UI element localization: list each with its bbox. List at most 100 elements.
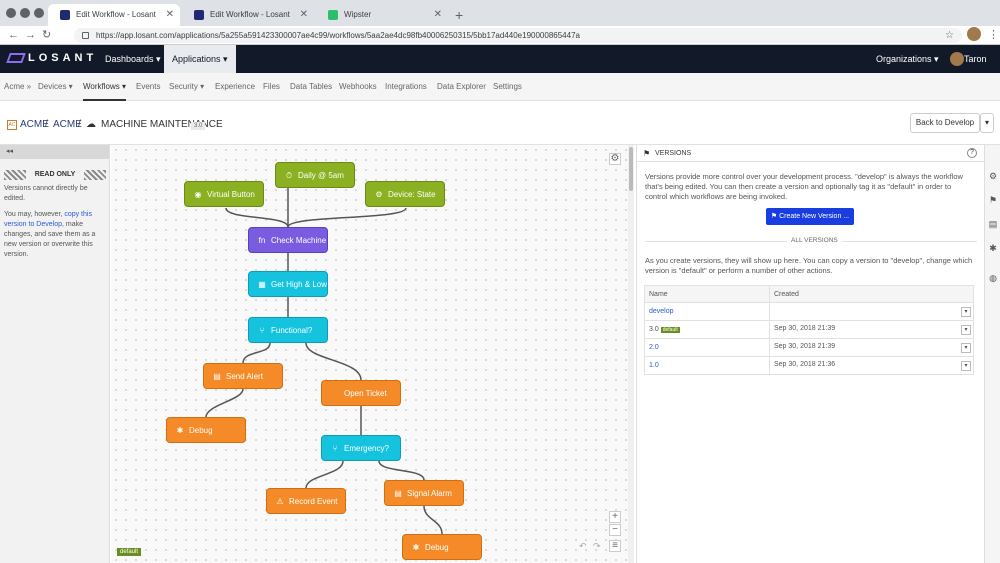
default-badge: default	[117, 548, 142, 556]
browser-chrome: Edit Workflow - Losant ✕ Edit Workflow -…	[0, 0, 1000, 45]
workflow-node-emergency[interactable]: ⑂Emergency?	[321, 435, 401, 461]
row-actions-dropdown[interactable]: ▾	[961, 306, 971, 317]
organizations-menu[interactable]: Organizations ▾	[876, 54, 939, 64]
workflow-node-daily[interactable]: ⏱Daily @ 5am	[275, 162, 355, 188]
zoom-in-button[interactable]: +	[609, 511, 621, 523]
table-row[interactable]: 2.0 Sep 30, 2018 21:39▾	[644, 338, 974, 357]
losant-favicon-icon	[194, 10, 204, 20]
subnav-devices[interactable]: Devices ▾	[38, 82, 73, 91]
profile-avatar[interactable]	[967, 27, 981, 41]
lock-icon	[82, 32, 89, 39]
breadcrumb-separator: /	[78, 119, 81, 130]
workflow-node-get-high-low[interactable]: ▦Get High & Low	[248, 271, 328, 297]
maximize-window-icon[interactable]	[34, 8, 44, 18]
canvas-menu-icon[interactable]: ≡	[609, 540, 621, 552]
edge-sendalert-debug	[205, 388, 244, 418]
globe-icon[interactable]: ◍	[989, 273, 997, 283]
subnav-integrations[interactable]: Integrations	[385, 82, 427, 91]
bookmark-star-icon[interactable]: ☆	[945, 30, 954, 41]
create-new-version-button[interactable]: ⚑ Create New Version ...	[766, 208, 854, 225]
version-name[interactable]: 1.0	[644, 356, 770, 375]
dashboards-menu[interactable]: Dashboards ▾	[105, 54, 161, 64]
workflow-node-record-event[interactable]: ⚠Record Event	[266, 488, 346, 514]
edge-functional-openticket	[305, 342, 362, 381]
new-tab-button[interactable]: +	[455, 7, 464, 23]
address-bar[interactable]: https://app.losant.com/applications/5a25…	[74, 28, 962, 43]
subnav-data-explorer[interactable]: Data Explorer	[437, 82, 486, 91]
node-label: Debug	[425, 543, 449, 552]
table-row[interactable]: 1.0 Sep 30, 2018 21:36▾	[644, 356, 974, 375]
subnav-security[interactable]: Security ▾	[169, 82, 205, 91]
workflow-node-debug-2[interactable]: ✱Debug	[402, 534, 482, 560]
scrollbar-thumb[interactable]	[629, 147, 633, 191]
subnav-experience[interactable]: Experience	[215, 82, 256, 91]
row-actions-dropdown[interactable]: ▾	[961, 342, 971, 353]
debug-icon[interactable]: ✱	[989, 243, 997, 253]
settings-gear-icon[interactable]: ⚙	[988, 171, 998, 181]
version-name[interactable]: 3.0	[649, 326, 659, 333]
workflow-node-device-state[interactable]: ⚙Device: State	[365, 181, 445, 207]
subnav-data-tables[interactable]: Data Tables	[290, 82, 333, 91]
browser-tab-1[interactable]: Edit Workflow - Losant ✕	[48, 4, 180, 26]
subnav-workflows[interactable]: Workflows ▾	[83, 73, 126, 101]
help-icon[interactable]: ?	[967, 148, 977, 158]
workflow-node-debug-1[interactable]: ✱Debug	[166, 417, 246, 443]
undo-icon[interactable]: ↶	[579, 541, 587, 551]
copy-to-develop-link[interactable]: copy this version to Develop	[4, 211, 92, 228]
application-subnav: Acme » Devices ▾ Workflows ▾ Events Secu…	[0, 73, 1000, 101]
workflow-node-functional[interactable]: ⑂Functional?	[248, 317, 328, 343]
close-tab-icon[interactable]: ✕	[165, 9, 174, 20]
node-label: Emergency?	[344, 444, 389, 453]
top-navigation: LOSANT Dashboards ▾ Applications ▾ Organ…	[0, 45, 1000, 92]
subnav-settings[interactable]: Settings	[493, 82, 522, 91]
back-to-develop-button[interactable]: Back to Develop	[910, 113, 980, 133]
subnav-files[interactable]: Files	[263, 82, 280, 91]
subnav-events[interactable]: Events	[136, 82, 161, 91]
edge-signal-debug	[423, 505, 443, 535]
subnav-webhooks[interactable]: Webhooks	[339, 82, 377, 91]
node-label: Device: State	[388, 190, 436, 199]
versions-flag-icon[interactable]: ⚑	[988, 195, 998, 205]
workflow-node-signal-alarm[interactable]: ▤Signal Alarm	[384, 480, 464, 506]
row-actions-dropdown[interactable]: ▾	[961, 324, 971, 335]
back-dropdown-button[interactable]: ▾	[980, 113, 994, 133]
breadcrumb-app[interactable]: ACME	[53, 119, 82, 130]
version-name[interactable]: develop	[644, 302, 770, 321]
storage-icon[interactable]: ▤	[988, 219, 998, 229]
user-menu[interactable]: Taron ▾	[964, 54, 987, 92]
table-row[interactable]: develop ▾	[644, 302, 974, 321]
hatch-decoration	[4, 170, 26, 180]
zoom-out-button[interactable]: −	[609, 524, 621, 536]
back-arrow-icon[interactable]: ←	[8, 29, 19, 41]
applications-menu[interactable]: Applications ▾	[164, 45, 236, 73]
collapse-panel-icon[interactable]: ◂◂	[0, 145, 109, 159]
breadcrumb-org[interactable]: ACME	[20, 119, 49, 130]
close-window-icon[interactable]	[6, 8, 16, 18]
row-actions-dropdown[interactable]: ▾	[961, 360, 971, 371]
browser-toolbar: ← → ↻ https://app.losant.com/application…	[0, 26, 1000, 45]
browser-tab-3[interactable]: Wipster ✕	[316, 4, 448, 26]
menu-kebab-icon[interactable]: ⋮	[988, 29, 999, 41]
workflow-node-open-ticket[interactable]: Open Ticket	[321, 380, 401, 406]
minimize-window-icon[interactable]	[20, 8, 30, 18]
losant-logo[interactable]: LOSANT	[6, 52, 97, 64]
canvas-settings-gear-icon[interactable]: ⚙	[609, 153, 621, 165]
version-name[interactable]: 2.0	[644, 338, 770, 357]
read-only-label: READ ONLY	[34, 171, 76, 178]
workflow-node-virtual-button[interactable]: ◉Virtual Button	[184, 181, 264, 207]
version-created-cell: Sep 30, 2018 21:39▾	[769, 338, 974, 357]
workflow-canvas[interactable]: ⏱Daily @ 5am ◉Virtual Button ⚙Device: St…	[111, 145, 629, 563]
redo-icon[interactable]: ↷	[593, 541, 601, 551]
reload-icon[interactable]: ↻	[42, 29, 52, 41]
browser-tab-2[interactable]: Edit Workflow - Losant ✕	[182, 4, 314, 26]
close-tab-icon[interactable]: ✕	[433, 9, 442, 20]
losant-favicon-icon	[60, 10, 70, 20]
close-tab-icon[interactable]: ✕	[299, 9, 308, 20]
canvas-scrollbar[interactable]	[628, 145, 634, 563]
forward-arrow-icon[interactable]: →	[25, 29, 36, 41]
workflow-node-send-alert[interactable]: ▤Send Alert	[203, 363, 283, 389]
subnav-acme[interactable]: Acme »	[4, 82, 32, 91]
version-created: Sep 30, 2018 21:39	[774, 324, 836, 332]
